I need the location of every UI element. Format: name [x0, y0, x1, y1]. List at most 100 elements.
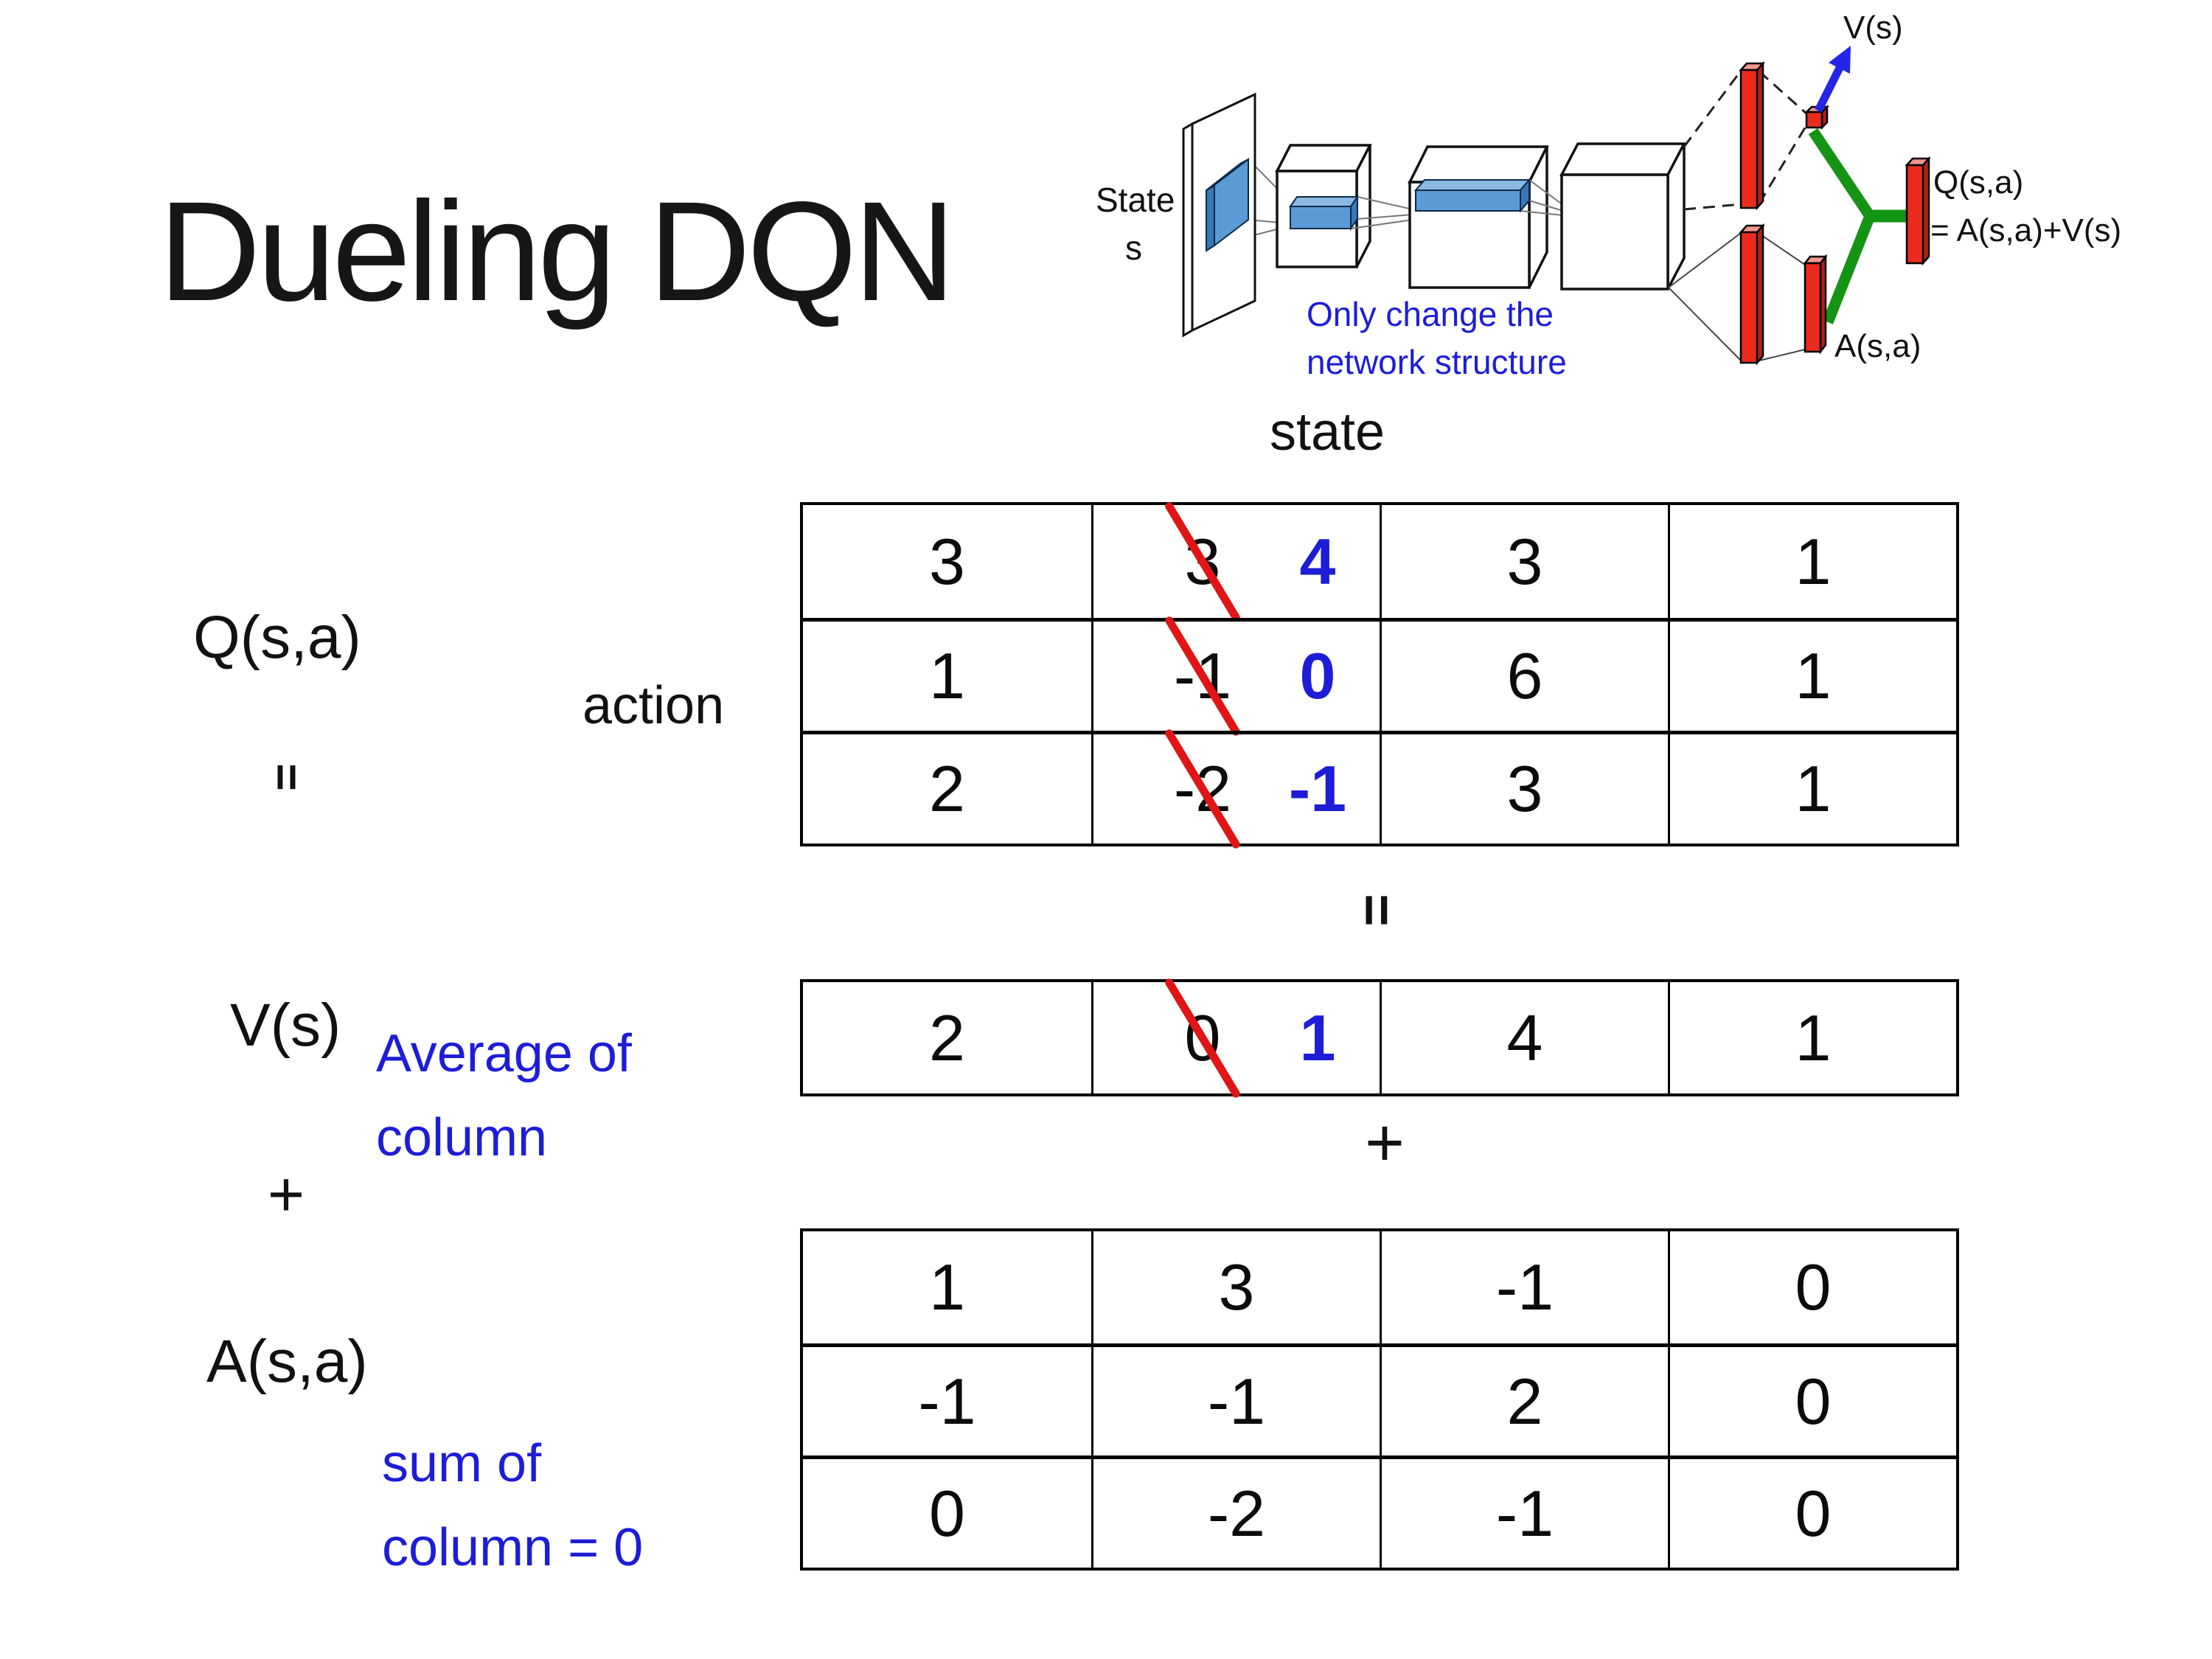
feature-bar-1: [1289, 194, 1359, 232]
table-cell: 0: [803, 1455, 1091, 1568]
conv-box-3: [1559, 142, 1686, 291]
plus-sign-left: +: [249, 1158, 323, 1231]
table-cell: 1: [803, 1231, 1091, 1343]
table-cell: 2: [803, 731, 1091, 844]
average-of-column-note: Average of column: [376, 1012, 632, 1180]
strikethrough-slash: [1164, 976, 1242, 1099]
q-term-label: Q(s,a): [193, 604, 361, 671]
plus-glyph: +: [267, 1158, 305, 1230]
cell-value: 3: [1218, 1251, 1255, 1324]
table-cell: 0: [1668, 1231, 1956, 1343]
table-cell: 3: [1380, 505, 1668, 618]
fc-bar-value-hidden: [1739, 60, 1765, 211]
cell-value: 0: [1795, 1251, 1832, 1324]
state-value-table: 2 01 4 1: [800, 976, 1959, 1099]
value-stream-dashed-lines: [1683, 70, 1808, 211]
dueling-network-diagram: State s Only change the network structur…: [1096, 10, 2121, 381]
cell-value: 2: [929, 1001, 965, 1074]
table-cell: 0: [1668, 1343, 1956, 1455]
feature-bar-2: [1413, 178, 1531, 213]
cell-value: 0: [1795, 1476, 1832, 1550]
cell-value: 4: [1506, 1001, 1543, 1074]
q-output-label-line2: = A(s,a)+V(s): [1930, 212, 2121, 248]
v-output-label: V(s): [1843, 10, 1903, 46]
table-cell: 1: [1668, 505, 1956, 618]
table-cell: 6: [1380, 618, 1668, 731]
plus-glyph: +: [1365, 1105, 1405, 1180]
table-cell: 34: [1091, 500, 1380, 623]
equals-glyph: =: [1345, 893, 1408, 927]
fc-bar-q-output: [1905, 156, 1931, 266]
cell-value: 2: [929, 752, 965, 825]
table-cell: 01: [1091, 976, 1380, 1099]
advantage-stream-lines: [1668, 232, 1806, 361]
cell-value: 1: [1795, 1001, 1832, 1074]
table-cell: -1: [803, 1343, 1091, 1455]
cell-value: 3: [929, 524, 965, 598]
table-cell: -1: [1380, 1455, 1668, 1568]
table-cell: -2-1: [1091, 728, 1380, 850]
table-cell: 1: [1668, 618, 1956, 731]
cell-value: 3: [1506, 524, 1543, 598]
note-line: Average of: [376, 1024, 632, 1083]
cell-new-value: -1: [1288, 752, 1347, 825]
cell-value: -1: [918, 1364, 976, 1438]
note-line: sum of: [382, 1434, 542, 1493]
table-cell: 4: [1380, 982, 1668, 1093]
cell-value: -1: [1207, 1364, 1266, 1438]
equals-rotated-mid: =: [1340, 873, 1413, 947]
table-cell: 1: [803, 618, 1091, 731]
cell-value: -2: [1207, 1476, 1266, 1550]
cell-new-value: 0: [1299, 639, 1336, 712]
funnel-lines-3: [1520, 179, 1564, 216]
cell-value: 1: [1795, 639, 1832, 712]
table-cell: -1: [1380, 1231, 1668, 1343]
network-note-line1: Only change the: [1307, 295, 1554, 333]
a-output-label: A(s,a): [1834, 328, 1921, 364]
network-note-line2: network structure: [1307, 343, 1567, 381]
action-axis-label: action: [582, 676, 725, 735]
v-term-label: V(s): [230, 992, 341, 1059]
q-output-label-line1: Q(s,a): [1933, 164, 2023, 201]
table-cell: 1: [1668, 731, 1956, 844]
input-filter-patch: [1206, 157, 1249, 252]
a-term-label: A(s,a): [206, 1328, 368, 1395]
table-cell: 1: [1668, 982, 1956, 1093]
table-cell: 2: [803, 982, 1091, 1093]
table-cell: -10: [1091, 615, 1380, 737]
state-input-label-line1: State: [1096, 181, 1175, 219]
state-input-label-line2: s: [1125, 229, 1142, 267]
funnel-lines-2: [1350, 196, 1413, 229]
sum-of-column-note: sum of column = 0: [382, 1422, 643, 1590]
cell-value: 1: [929, 639, 965, 712]
cell-value: 3: [1506, 752, 1543, 825]
cell-new-value: 1: [1299, 1001, 1336, 1074]
fc-node-value-output: [1804, 104, 1830, 131]
page-title: Dueling DQN: [159, 172, 956, 330]
cell-value: -1: [1495, 1251, 1554, 1324]
plus-sign-mid: +: [1348, 1105, 1422, 1180]
value-arrow: [1815, 46, 1851, 113]
table-cell: -1: [1091, 1343, 1380, 1455]
note-line: column = 0: [382, 1518, 644, 1577]
note-line: column: [376, 1108, 548, 1167]
cell-value: 6: [1506, 639, 1543, 712]
fc-bar-advantage-hidden: [1739, 223, 1765, 366]
aggregation-links: [1808, 128, 1910, 324]
table-cell: 3: [803, 505, 1091, 618]
state-axis-label: state: [1269, 403, 1385, 462]
cell-value: 1: [1795, 752, 1832, 825]
table-cell: 2: [1380, 1343, 1668, 1455]
equals-rotated-left: =: [251, 740, 324, 814]
equals-glyph: =: [261, 763, 314, 791]
cell-value: 1: [1795, 524, 1832, 598]
cell-value: -1: [1495, 1476, 1554, 1550]
table-cell: 3: [1380, 731, 1668, 844]
cell-new-value: 4: [1299, 524, 1336, 598]
fc-bar-advantage-output: [1803, 254, 1828, 355]
table-cell: -2: [1091, 1455, 1380, 1568]
table-cell: 3: [1091, 1231, 1380, 1343]
